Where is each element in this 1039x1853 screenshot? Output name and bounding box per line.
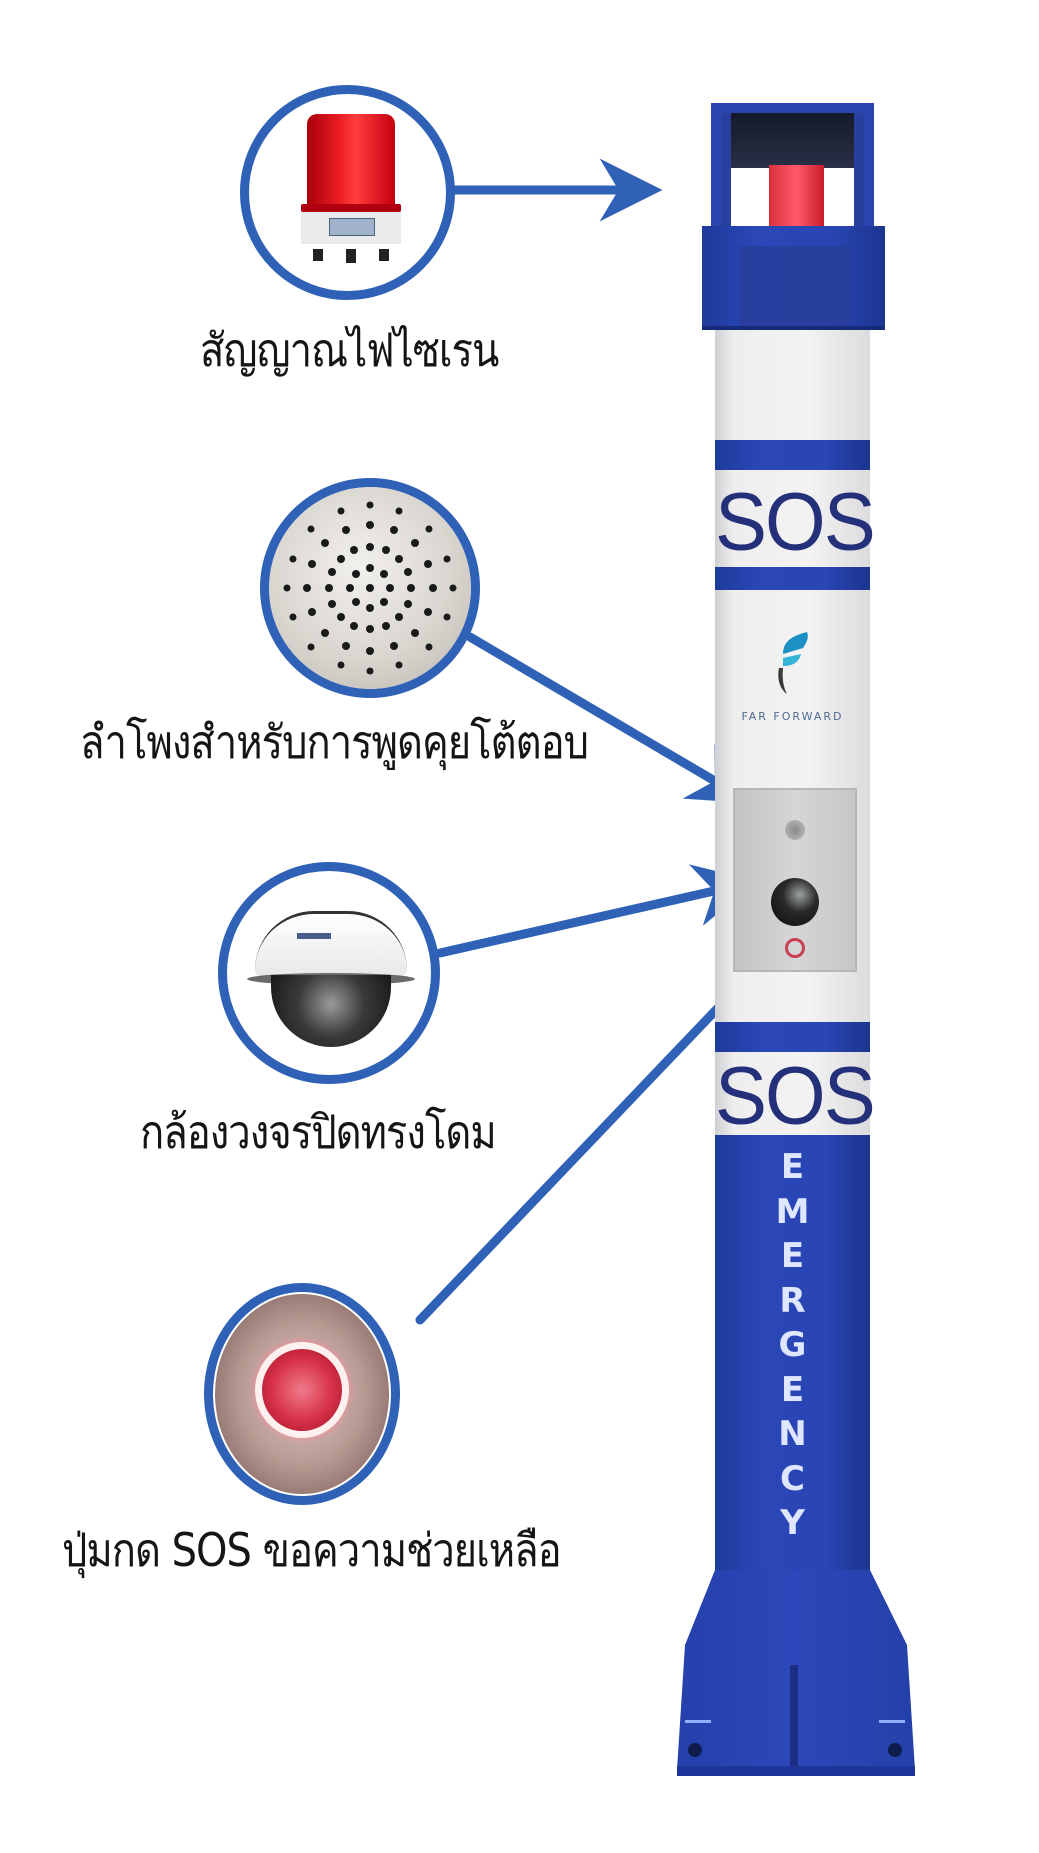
dome-camera-icon [247, 911, 415, 1051]
callout-camera-label: กล้องวงจรปิดทรงโดม [140, 1106, 497, 1160]
panel-sos-button-icon [785, 938, 805, 958]
sos-band-upper: SOS [715, 430, 876, 597]
logo-text: FAR FORWARD [741, 710, 844, 723]
sos-push-button-icon [215, 1294, 389, 1494]
siren-cage [711, 103, 874, 230]
callout-sos-button [204, 1283, 400, 1505]
panel-camera-icon [771, 878, 819, 926]
callout-speaker [260, 478, 480, 698]
anchor-bolt-icon [688, 1743, 702, 1757]
sos-band-lower: SOS [715, 1010, 876, 1142]
arrow-speaker [465, 632, 753, 804]
callout-camera [218, 862, 440, 1084]
siren-light-icon [301, 114, 401, 264]
intercom-panel-housing [715, 760, 870, 1010]
sos-text-upper: SOS [715, 474, 876, 568]
anchor-bolt-icon [888, 1743, 902, 1757]
pole-upper-white [715, 330, 870, 430]
logo-panel: FAR FORWARD [715, 590, 870, 760]
callout-speaker-label: ลำโพงสำหรับการพูดคุยโต้ตอบ [80, 716, 589, 770]
pole-base [677, 1570, 915, 1776]
callout-siren [240, 85, 455, 300]
callout-sos-button-label: ปุ่มกด SOS ขอความช่วยเหลือ [62, 1524, 562, 1578]
speaker-hole-icon [785, 820, 805, 840]
callout-siren-label: สัญญาณไฟไซเรน [200, 324, 499, 378]
far-forward-logo-icon [778, 632, 808, 694]
sos-text-lower: SOS [715, 1048, 876, 1142]
emergency-column: E M E R G E N C Y [715, 1135, 870, 1575]
arrow-camera [435, 864, 758, 958]
speaker-housing [702, 226, 885, 330]
speaker-grille-icon [269, 487, 471, 689]
emergency-vertical-text: E M E R G E N C Y [775, 1147, 810, 1543]
